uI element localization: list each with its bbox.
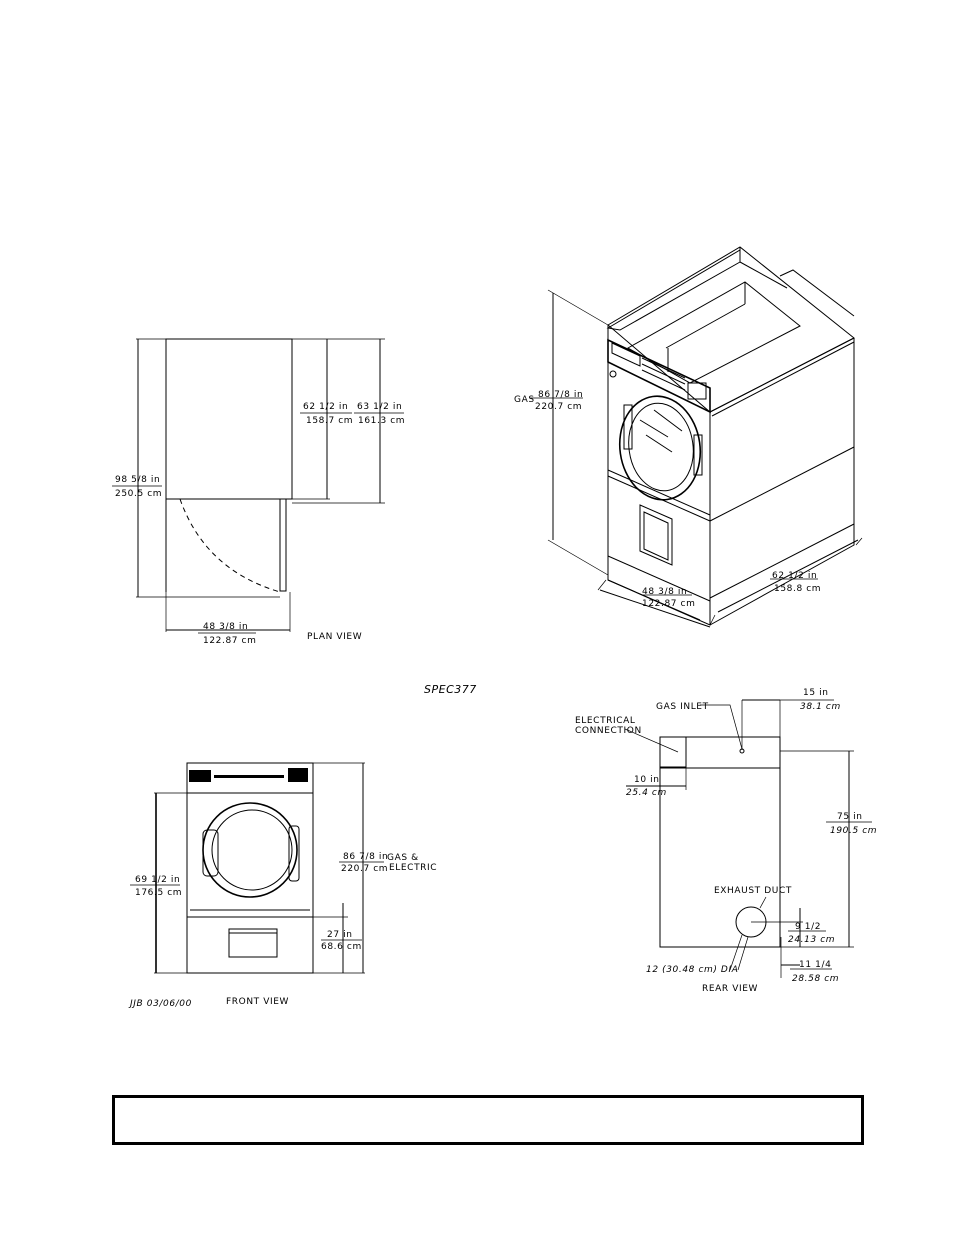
front-view: 69 1/2 in 176.5 cm 86 7/8 in 220.7 cm GA… — [128, 762, 437, 1009]
rear-exhaust-height-cm: 24.13 cm — [788, 935, 835, 945]
plan-width-in: 48 3/8 in — [203, 622, 248, 632]
plan-depth-a-in: 62 1/2 in — [303, 402, 348, 412]
rear-elec-offset-cm: 25.4 cm — [626, 788, 667, 798]
iso-height-label: GAS — [514, 395, 535, 405]
plan-depth-b-cm: 161.3 cm — [358, 416, 405, 426]
rear-exhaust-offset-in: 11 1/4 — [799, 960, 831, 970]
plan-door — [279, 498, 287, 592]
rear-gas-offset-cm: 38.1 cm — [800, 702, 841, 712]
rear-view-title: REAR VIEW — [702, 984, 758, 994]
rear-electrical-1: ELECTRICAL — [575, 716, 636, 726]
iso-width-cm: 122.87 cm — [642, 599, 695, 609]
rear-view: ELECTRICAL CONNECTION GAS INLET 15 in 38… — [575, 688, 877, 994]
rear-gas-height-cm: 190.5 cm — [830, 826, 877, 836]
front-total-height-in: 86 7/8 in — [343, 852, 388, 862]
rear-gas-inlet: GAS INLET — [656, 702, 709, 712]
front-base-height-cm: 68.6 cm — [321, 942, 362, 952]
author-date: JJB 03/06/00 — [128, 999, 192, 1009]
front-cabinet — [186, 762, 314, 974]
electrical-box — [659, 736, 687, 768]
isometric-view: GAS 86 7/8 in 220.7 cm 48 3/8 in 122.87 … — [514, 246, 863, 628]
front-door-height-in: 69 1/2 in — [135, 875, 180, 885]
front-door-height-cm: 176.5 cm — [135, 888, 182, 898]
plan-width-cm: 122.87 cm — [203, 636, 256, 646]
iso-height-cm: 220.7 cm — [535, 402, 582, 412]
iso-width-in: 48 3/8 in — [642, 587, 687, 597]
rear-exhaust-dia: 12 (30.48 cm) DIA — [646, 965, 738, 975]
plan-view-title: PLAN VIEW — [307, 632, 362, 642]
iso-depth-cm: 158.8 cm — [774, 584, 821, 594]
front-base-height-in: 27 in — [327, 930, 353, 940]
rear-exhaust-offset-cm: 28.58 cm — [792, 974, 839, 984]
rear-exhaust-height-in: 9 1/2 — [795, 922, 821, 932]
rear-elec-offset-in: 10 in — [634, 775, 660, 785]
plan-door-swing — [179, 498, 281, 593]
iso-depth-in: 62 1/2 in — [772, 571, 817, 581]
notice-box — [112, 1095, 864, 1145]
front-fuel-2: ELECTRIC — [389, 863, 437, 873]
front-fuel-1: GAS & — [387, 853, 419, 863]
plan-depth-b-in: 63 1/2 in — [357, 402, 402, 412]
plan-view: 98 5/8 in 250.5 cm 62 1/2 in 158.7 cm 63… — [112, 338, 405, 646]
plan-depth-total-in: 98 5/8 in — [115, 475, 160, 485]
rear-electrical-2: CONNECTION — [575, 726, 642, 736]
plan-depth-total-cm: 250.5 cm — [115, 489, 162, 499]
spec-code: SPEC377 — [424, 683, 477, 696]
rear-gas-offset-in: 15 in — [803, 688, 829, 698]
iso-height-in: 86 7/8 in — [538, 390, 583, 400]
front-total-height-cm: 220.7 cm — [341, 864, 388, 874]
front-view-title: FRONT VIEW — [226, 997, 289, 1007]
plan-depth-a-cm: 158.7 cm — [306, 416, 353, 426]
rear-cabinet — [659, 736, 781, 948]
rear-exhaust-label: EXHAUST DUCT — [714, 886, 792, 896]
plan-cabinet — [165, 338, 293, 500]
rear-gas-height-in: 75 in — [837, 812, 863, 822]
